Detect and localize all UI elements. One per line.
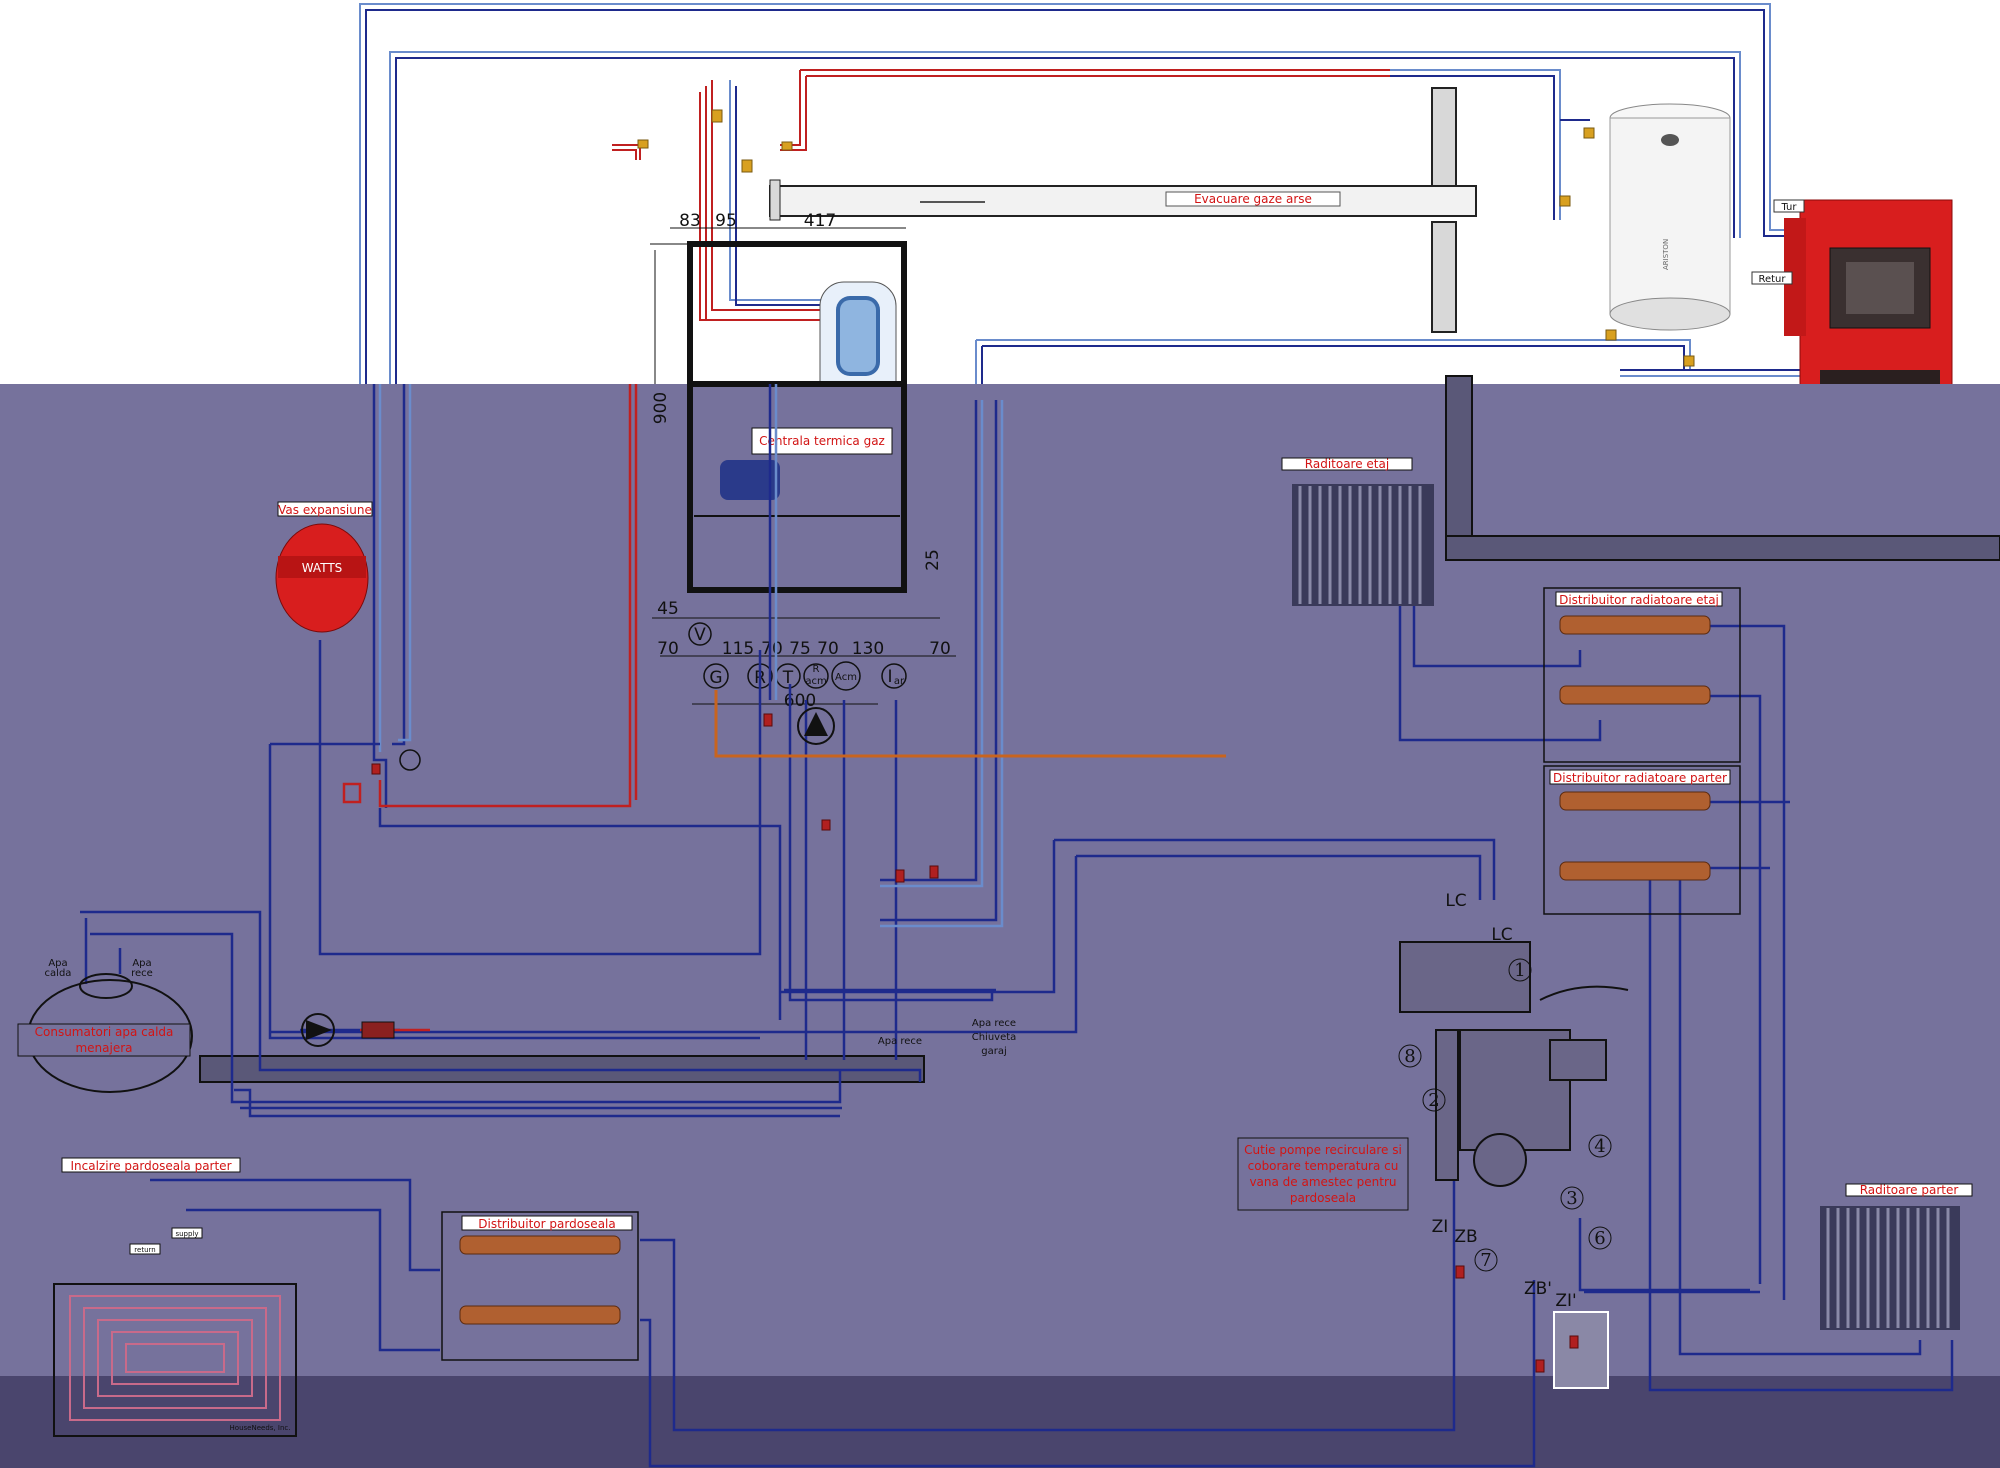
dim-900: 900 — [651, 392, 671, 424]
water-labels: Apa rece Apa rece Chiuveta garaj — [878, 1018, 1016, 1057]
mix-zb-prime: ZB' — [1524, 1279, 1552, 1299]
mix-num-7: 7 — [1480, 1250, 1491, 1271]
dim-95: 95 — [715, 211, 737, 231]
distrib-parter-label: Distribuitor radiatoare parter — [1553, 771, 1727, 785]
conn-t: T — [782, 668, 794, 688]
dim-45: 45 — [657, 599, 679, 619]
cutie-2: coborare temperatura cu — [1248, 1159, 1399, 1173]
apa-rece-chiuveta-2: Chiuveta — [972, 1032, 1017, 1043]
boiler-label: Centrala termica gaz — [759, 434, 885, 448]
dim-115: 115 — [722, 639, 754, 659]
dim-417: 417 — [804, 211, 836, 231]
connection-dims: 70 115 70 75 70 130 70 600 — [657, 639, 956, 711]
cutie-4: pardoseala — [1290, 1191, 1356, 1205]
supply-tag: supply — [175, 1230, 198, 1238]
conn-racm-bottom: acm — [805, 676, 826, 687]
svg-text:ARISTON: ARISTON — [1662, 239, 1670, 270]
mix-num-4: 4 — [1594, 1136, 1605, 1157]
boiler-lower: Centrala termica gaz 900 25 45 — [651, 381, 943, 619]
mix-lc2: LC — [1491, 925, 1512, 945]
overlay-bottom — [0, 1376, 2000, 1468]
dim-70b: 70 — [761, 639, 783, 659]
overlay-valves — [371, 713, 1579, 1373]
mix-num-8: 8 — [1404, 1046, 1415, 1067]
mix-zb: ZB — [1454, 1227, 1477, 1247]
radiator-lower-label: Raditoare parter — [1860, 1183, 1959, 1197]
floor-heating: Incalzire pardoseala parter return suppl… — [53, 1157, 297, 1437]
apa-rece-chiuveta-1: Apa rece — [972, 1018, 1016, 1029]
mix-lc1: LC — [1445, 891, 1466, 911]
dim-130: 130 — [852, 639, 884, 659]
apa-rece-chiuveta-3: garaj — [981, 1046, 1007, 1057]
manifold-floor: Distribuitor pardoseala — [441, 1211, 639, 1361]
consumers-label-1: Consumatori apa calda — [35, 1025, 174, 1039]
consumers-label-2: menajera — [75, 1041, 132, 1055]
conn-iar: I — [887, 667, 892, 687]
floor-brand: HouseNeeds, Inc. — [230, 1424, 291, 1432]
apa-calda-2: calda — [45, 968, 72, 979]
apa-rece-1: Apa — [132, 958, 151, 969]
mix-zi: ZI — [1432, 1217, 1449, 1237]
mix-num-3: 3 — [1566, 1188, 1577, 1209]
apa-rece-main: Apa rece — [878, 1036, 922, 1047]
top-valves — [637, 109, 1695, 367]
flue-pipe: Evacuare gaze arse — [769, 87, 1477, 333]
mix-zi-prime: ZI' — [1555, 1291, 1576, 1311]
dim-70d: 70 — [929, 639, 951, 659]
flue-label: Evacuare gaze arse — [1194, 192, 1312, 206]
watts-text: WATTS — [302, 561, 343, 575]
mixing-description: Cutie pompe recirculare si coborare temp… — [1237, 1137, 1409, 1211]
distrib-pardoseala-label: Distribuitor pardoseala — [478, 1217, 615, 1231]
conn-racm-top: R — [813, 664, 820, 675]
mix-num-1: 1 — [1514, 960, 1525, 981]
mixing-unit: 1 2 3 4 6 7 8 LC LC ZI ZB ZB' ZI' — [1398, 891, 1629, 1389]
dim-70a: 70 — [657, 639, 679, 659]
tur-label: Tur — [1780, 202, 1797, 213]
hot-water-consumers: Consumatori apa calda menajera Apa calda… — [17, 958, 193, 1093]
apa-rece-2: rece — [131, 968, 153, 979]
return-tag: return — [134, 1246, 155, 1254]
radiator-lower: Raditoare parter — [1820, 1183, 1973, 1330]
distrib-etaj-label: Distribuitor radiatoare etaj — [1559, 593, 1719, 607]
boiler-tank — [819, 281, 897, 409]
dim-600: 600 — [784, 691, 816, 711]
conn-g: G — [709, 668, 722, 688]
mix-num-6: 6 — [1594, 1228, 1605, 1249]
floor-heating-label: Incalzire pardoseala parter — [71, 1159, 232, 1173]
dim-70c: 70 — [817, 639, 839, 659]
mix-num-2: 2 — [1428, 1090, 1439, 1111]
conn-acm: Acm — [835, 672, 857, 683]
radiator-upper-label: Raditoare etaj — [1305, 457, 1389, 471]
cutie-1: Cutie pompe recirculare si — [1244, 1143, 1402, 1157]
manifold-lower: Distribuitor radiatoare parter — [1543, 765, 1741, 915]
manifold-upper: Distribuitor radiatoare etaj — [1543, 587, 1741, 763]
dim-25: 25 — [923, 549, 943, 571]
retur-label: Retur — [1758, 274, 1786, 285]
tur-retur-labels: Tur Retur — [1751, 199, 1805, 285]
dim-83: 83 — [679, 211, 701, 231]
expansion-vessel: Vas expansiune WATTS — [275, 501, 373, 633]
pumps — [301, 707, 835, 1047]
conn-v: V — [694, 625, 706, 645]
cutie-3: vana de amestec pentru — [1249, 1175, 1396, 1189]
dim-75: 75 — [789, 639, 811, 659]
apa-calda-1: Apa — [48, 958, 67, 969]
water-heater: ARISTON — [1609, 103, 1731, 331]
pipes — [80, 384, 1954, 1468]
boiler-connections: V G R T R acm Acm I ar — [688, 622, 907, 691]
vas-label: Vas expansiune — [278, 503, 372, 517]
radiator-upper: Raditoare etaj — [1281, 457, 1434, 606]
conn-iar-sub: ar — [894, 676, 905, 687]
